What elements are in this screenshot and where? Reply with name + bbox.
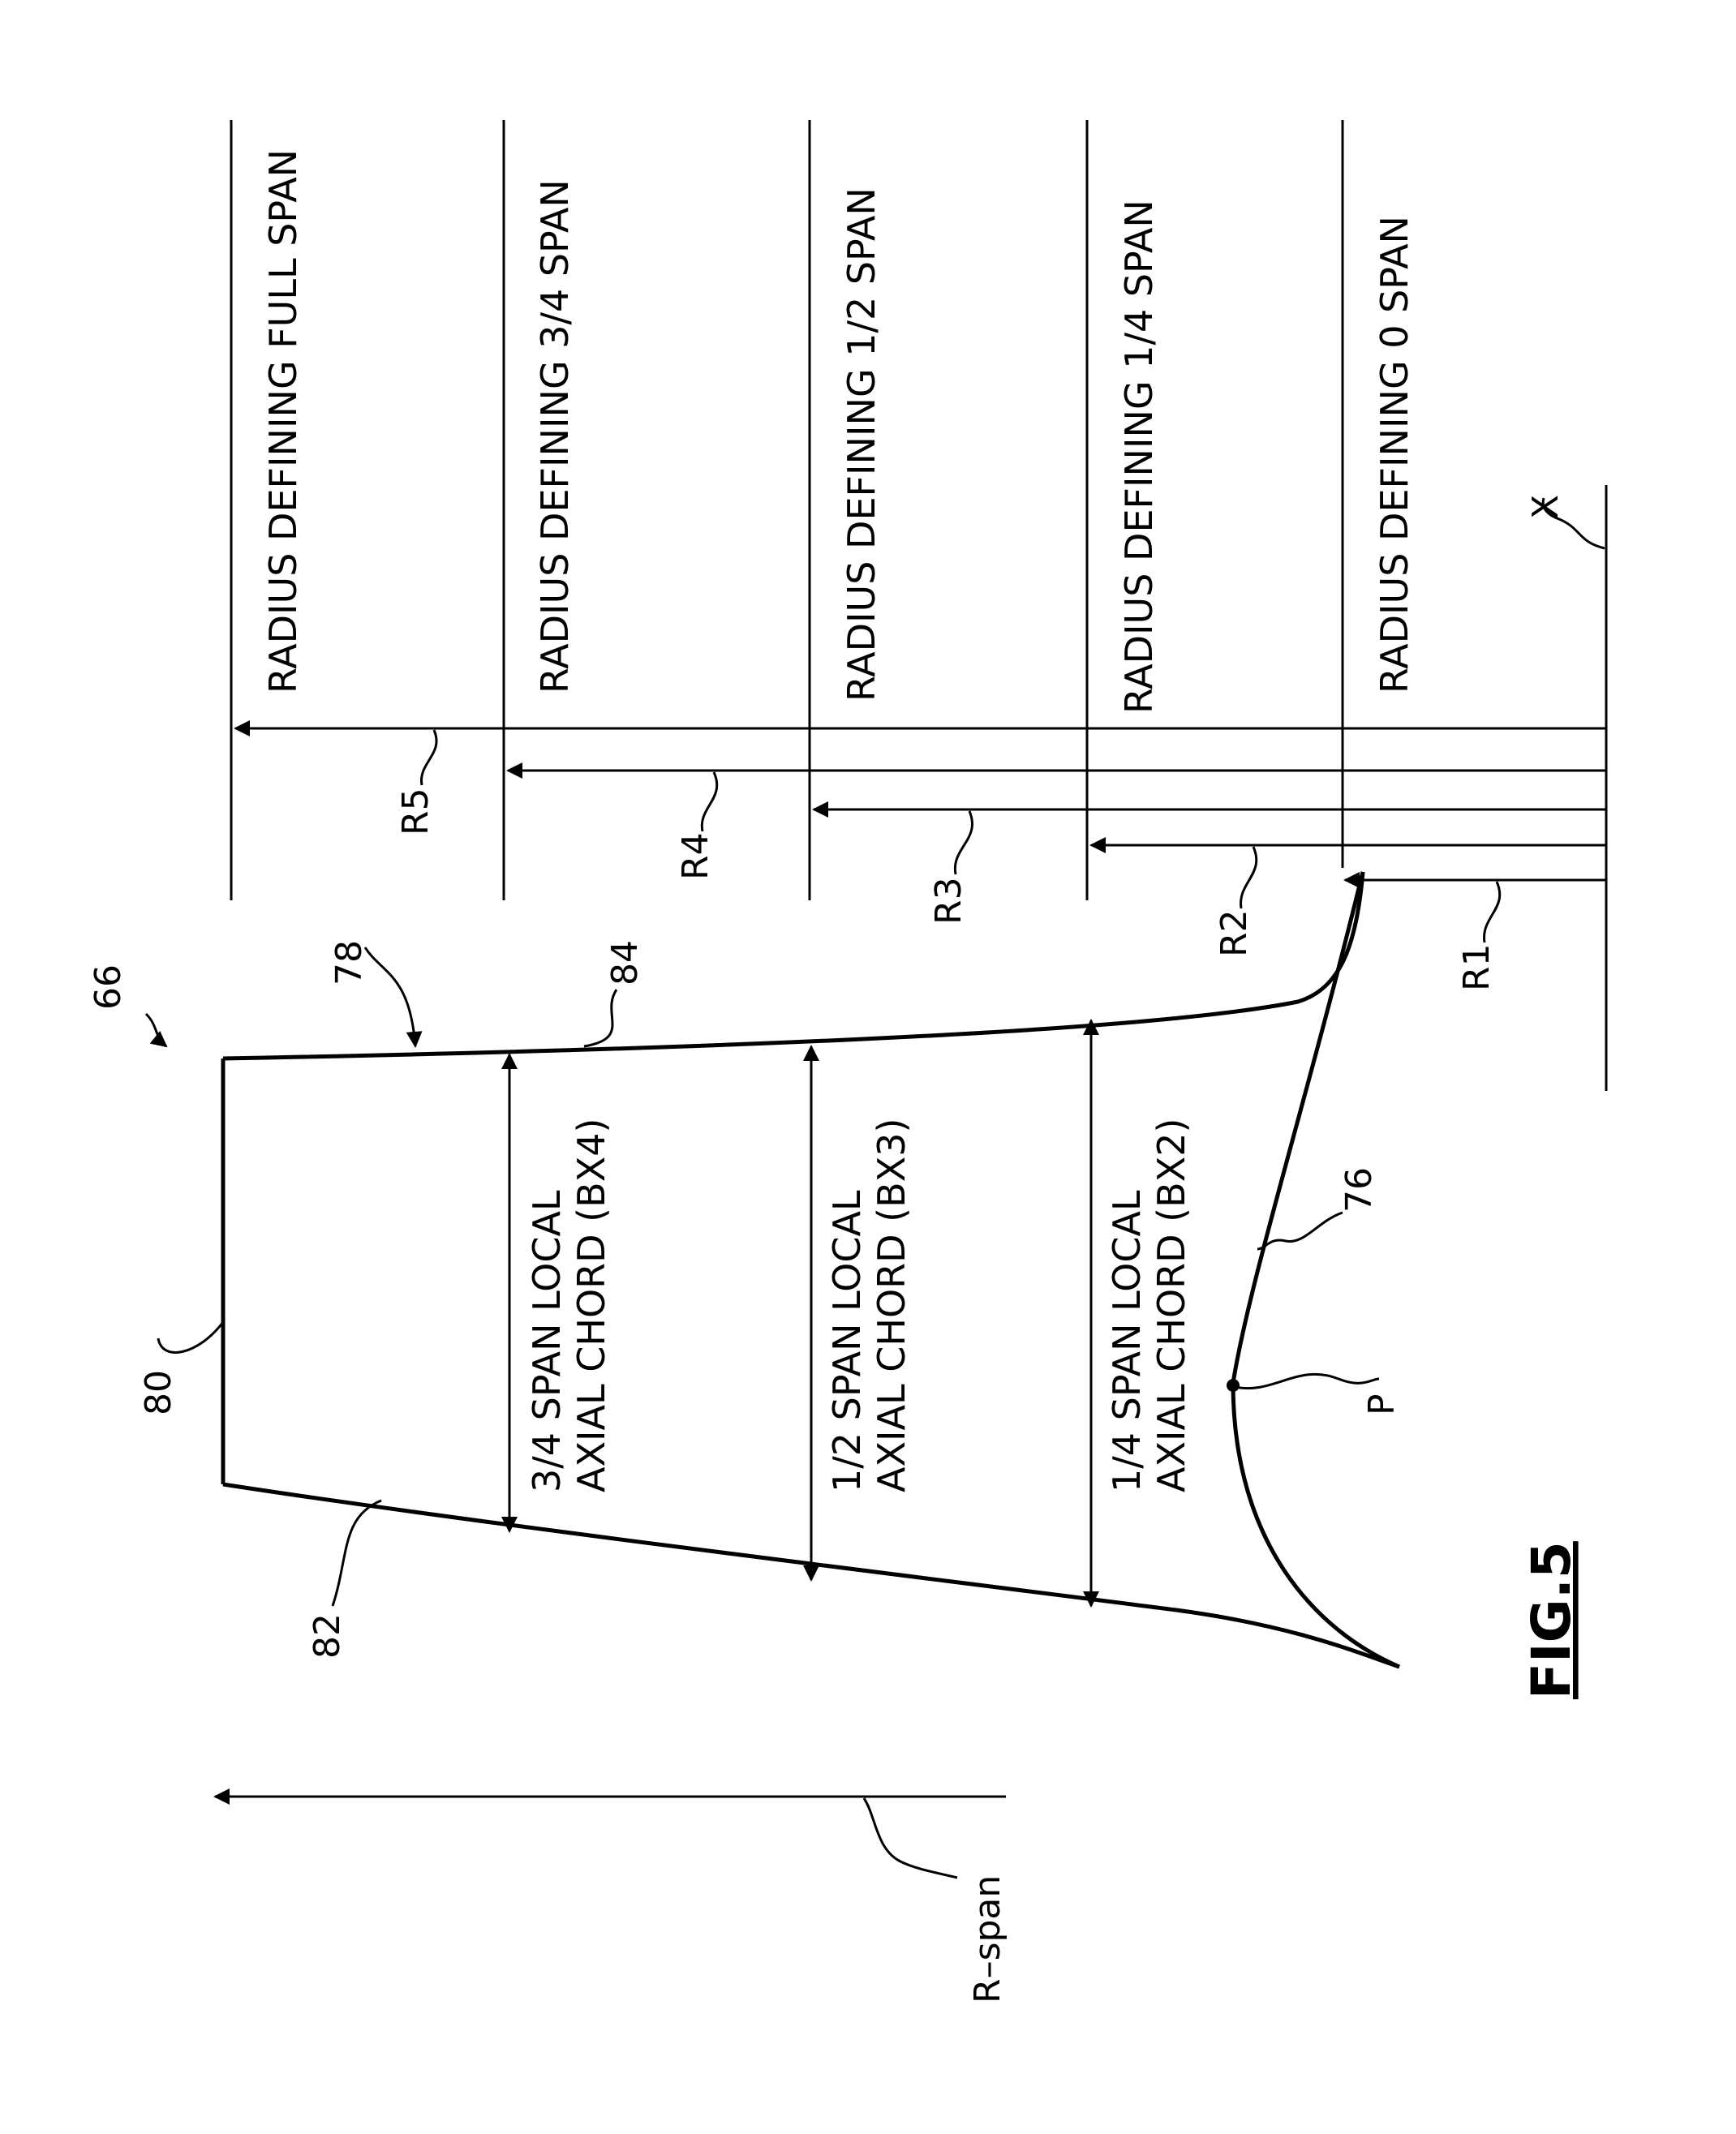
- ref-80: 80: [138, 1370, 179, 1415]
- radius-label-zero: RADIUS DEFINING 0 SPAN: [1373, 216, 1416, 693]
- ref-76: 76: [1339, 1167, 1380, 1213]
- r2-leader: [1241, 847, 1257, 908]
- ref-78: 78: [329, 940, 370, 985]
- radius-arrows: [235, 728, 1606, 880]
- ref-x: X: [1525, 495, 1566, 519]
- radius-label-quarter: RADIUS DEFINING 1/4 SPAN: [1117, 200, 1161, 714]
- tip-leader: [158, 1322, 223, 1352]
- r1-leader: [1485, 882, 1500, 942]
- bx4-line1: 3/4 SPAN LOCAL: [525, 1190, 569, 1492]
- r2-ref: R2: [1214, 909, 1255, 957]
- chord-labels: 3/4 SPAN LOCAL AXIAL CHORD (BX4) 1/2 SPA…: [525, 1119, 1193, 1492]
- radius-label-full: RADIUS DEFINING FULL SPAN: [261, 149, 305, 693]
- r-span-leader: [864, 1798, 957, 1878]
- r5-ref: R5: [395, 788, 436, 835]
- point-p-marker: [1227, 1379, 1240, 1392]
- assembly-leader: [146, 1014, 166, 1046]
- ref-82: 82: [307, 1613, 348, 1659]
- r4-ref: R4: [675, 832, 716, 880]
- r1-ref: R1: [1456, 943, 1498, 991]
- r3-ref: R3: [928, 877, 969, 925]
- ref-r-span: R–span: [967, 1875, 1008, 2003]
- r5-leader: [421, 730, 436, 785]
- leading-edge-leader: [333, 1501, 381, 1606]
- bx3-line1: 1/2 SPAN LOCAL: [825, 1190, 869, 1492]
- bx2-line1: 1/4 SPAN LOCAL: [1105, 1190, 1149, 1492]
- trailing-edge-leader: [584, 990, 617, 1046]
- point-leader: [1235, 1374, 1379, 1388]
- ref-p: P: [1361, 1393, 1403, 1415]
- r3-leader: [955, 811, 972, 874]
- airfoil-leader: [365, 947, 415, 1046]
- r4-leader: [702, 772, 716, 831]
- radius-label-three-quarter: RADIUS DEFINING 3/4 SPAN: [533, 179, 577, 693]
- trailing-edge-curve: [223, 872, 1363, 1058]
- span-level-lines: [231, 120, 1343, 900]
- radius-refs: R5 R4 R3 R2 R1: [395, 788, 1498, 991]
- radius-label-half: RADIUS DEFINING 1/2 SPAN: [840, 187, 883, 702]
- radius-labels: RADIUS DEFINING FULL SPAN RADIUS DEFININ…: [261, 149, 1416, 714]
- bx3-line2: AXIAL CHORD (BX3): [870, 1119, 913, 1492]
- ref-66: 66: [88, 964, 129, 1010]
- bx4-line2: AXIAL CHORD (BX4): [569, 1119, 613, 1492]
- figure-label: FIG.5: [1520, 1541, 1583, 1699]
- bx2-line2: AXIAL CHORD (BX2): [1149, 1119, 1193, 1492]
- ref-84: 84: [604, 940, 646, 985]
